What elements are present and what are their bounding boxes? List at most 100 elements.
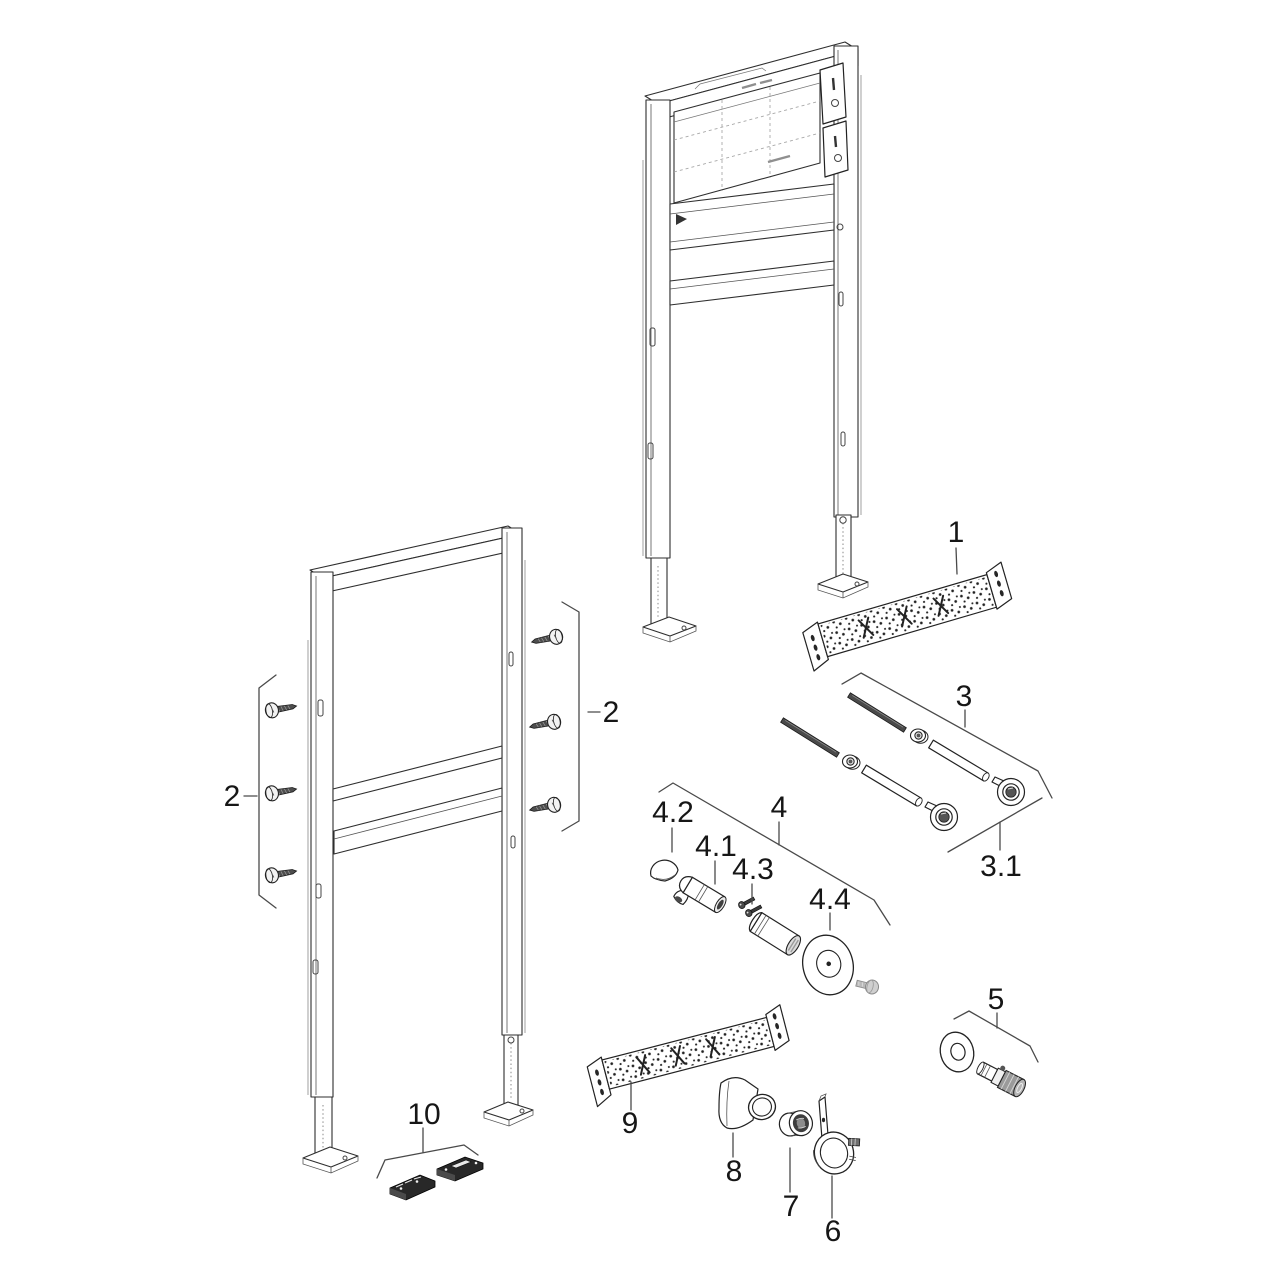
screw-icon bbox=[263, 781, 299, 803]
foot-plate-edge bbox=[302, 1156, 359, 1174]
elbow-seam bbox=[726, 1080, 730, 1127]
part-label-4-3: 4.3 bbox=[732, 853, 774, 886]
rod-assembly-part3: 3 3.1 bbox=[780, 672, 1053, 883]
top-bar-print-mark bbox=[741, 78, 773, 90]
crossrail-line bbox=[669, 221, 835, 243]
dome-cap-line bbox=[655, 874, 676, 880]
bushing-hole bbox=[796, 1118, 806, 1129]
leader-line bbox=[955, 547, 958, 575]
foot-hole bbox=[854, 581, 860, 587]
clamp-tab-hole bbox=[821, 1117, 826, 1123]
end-plate-slot bbox=[816, 654, 821, 661]
right-frame-crossrail-lower bbox=[669, 260, 835, 306]
left-frame-right-upright bbox=[501, 527, 523, 1036]
dome-cap-4-2 bbox=[650, 859, 679, 882]
rail-x-slots bbox=[857, 594, 950, 639]
foot-plate-edge bbox=[817, 582, 869, 599]
clamp-ring-inner bbox=[819, 1137, 849, 1169]
upright-slot bbox=[647, 442, 654, 460]
part-label-5: 5 bbox=[988, 983, 1005, 1016]
part-label-4-4: 4.4 bbox=[809, 883, 851, 916]
nut bbox=[841, 754, 861, 770]
threaded-rod bbox=[847, 692, 907, 733]
leg-clamp-bolt bbox=[507, 1036, 515, 1044]
clamp-thread-marks bbox=[849, 1155, 856, 1162]
fitting-4-1 bbox=[673, 876, 727, 914]
part-label-8: 8 bbox=[726, 1155, 743, 1188]
end-plate-slot bbox=[775, 1022, 780, 1030]
escutcheon-disc-4-4 bbox=[802, 934, 854, 996]
bracket-line bbox=[841, 672, 1053, 799]
nut bbox=[909, 728, 929, 744]
part-label-1: 1 bbox=[948, 516, 965, 549]
foot-plate bbox=[302, 1146, 359, 1168]
end-plate-slot bbox=[994, 570, 999, 578]
bracket-line bbox=[561, 601, 580, 832]
part-label-3-1: 3.1 bbox=[980, 850, 1022, 883]
screw-group-left: 2 bbox=[224, 674, 299, 909]
part-label-9: 9 bbox=[622, 1107, 639, 1140]
bushing-thread bbox=[795, 1117, 806, 1129]
upright-slot bbox=[312, 959, 319, 975]
fixation-block bbox=[389, 1174, 436, 1201]
screw-group-right: 2 bbox=[527, 601, 620, 832]
elbow-outlet bbox=[747, 1093, 777, 1121]
wall-rail-part1: 1 bbox=[802, 516, 1013, 672]
frame-right bbox=[642, 41, 869, 643]
tank-panel bbox=[673, 72, 821, 204]
part-label-2-right: 2 bbox=[603, 696, 620, 729]
end-plate-slot bbox=[813, 644, 818, 651]
crossrail-line bbox=[669, 193, 835, 215]
top-bar-notch bbox=[694, 67, 767, 90]
right-frame-left-leg bbox=[650, 557, 668, 627]
small-screw-icon bbox=[736, 894, 757, 911]
bracket-line bbox=[658, 782, 891, 926]
cap-fitting bbox=[991, 776, 1026, 807]
crossrail-line bbox=[669, 268, 835, 290]
plate-slot bbox=[831, 77, 836, 91]
foot-hole bbox=[519, 1108, 525, 1114]
end-plate-slot bbox=[600, 1088, 604, 1096]
part-label-2-left: 2 bbox=[224, 780, 241, 813]
foot-hole bbox=[342, 1155, 348, 1161]
upright-slot bbox=[508, 651, 514, 667]
end-plate-slot bbox=[777, 1032, 782, 1039]
spacer-sleeve bbox=[928, 739, 990, 782]
foot-plate-edge bbox=[642, 626, 697, 643]
elbow-body bbox=[718, 1077, 759, 1130]
adapter-cylinder bbox=[748, 912, 802, 956]
pipe-clamp-part6: 6 bbox=[813, 1093, 861, 1248]
upright-slot bbox=[315, 883, 322, 899]
fixation-block bbox=[436, 1156, 484, 1182]
clamp-tab-fold bbox=[818, 1093, 827, 1102]
left-frame-crossrail-lower bbox=[333, 787, 503, 855]
end-plate-slot bbox=[597, 1079, 602, 1086]
foot-plate-edge bbox=[483, 1110, 534, 1127]
end-plate-slot bbox=[772, 1013, 777, 1020]
gray-screw bbox=[855, 979, 880, 995]
plate-slot bbox=[833, 135, 838, 148]
spacer-sleeve bbox=[861, 764, 923, 807]
wall-rail-part9: 9 bbox=[586, 1004, 790, 1140]
rail-x-slots bbox=[635, 1036, 721, 1076]
fastening-set-part4: 4 4.2 4.1 4.3 bbox=[650, 782, 891, 996]
panel-grid-line bbox=[673, 132, 821, 173]
part-label-4-2: 4.2 bbox=[652, 796, 694, 829]
part-label-4-1: 4.1 bbox=[695, 830, 737, 863]
foot-plate bbox=[483, 1101, 534, 1121]
panel-print-mark bbox=[767, 154, 791, 164]
foot-hole bbox=[681, 625, 687, 631]
clamp-bolt bbox=[848, 1137, 861, 1147]
floor-fixation-part10: 10 bbox=[376, 1098, 484, 1201]
upright-slot bbox=[838, 291, 844, 307]
washer bbox=[939, 1031, 975, 1073]
bracket-line bbox=[947, 797, 1043, 853]
upright-slot bbox=[649, 327, 656, 347]
bracket-line bbox=[953, 1010, 1039, 1063]
right-frame-crossrail-upper bbox=[669, 183, 835, 251]
frame-left bbox=[302, 525, 534, 1174]
screw-icon bbox=[527, 712, 563, 735]
level-arrow-marker bbox=[676, 214, 687, 225]
washer-valve-part5: 5 bbox=[939, 983, 1039, 1098]
upright-slot bbox=[510, 835, 516, 849]
